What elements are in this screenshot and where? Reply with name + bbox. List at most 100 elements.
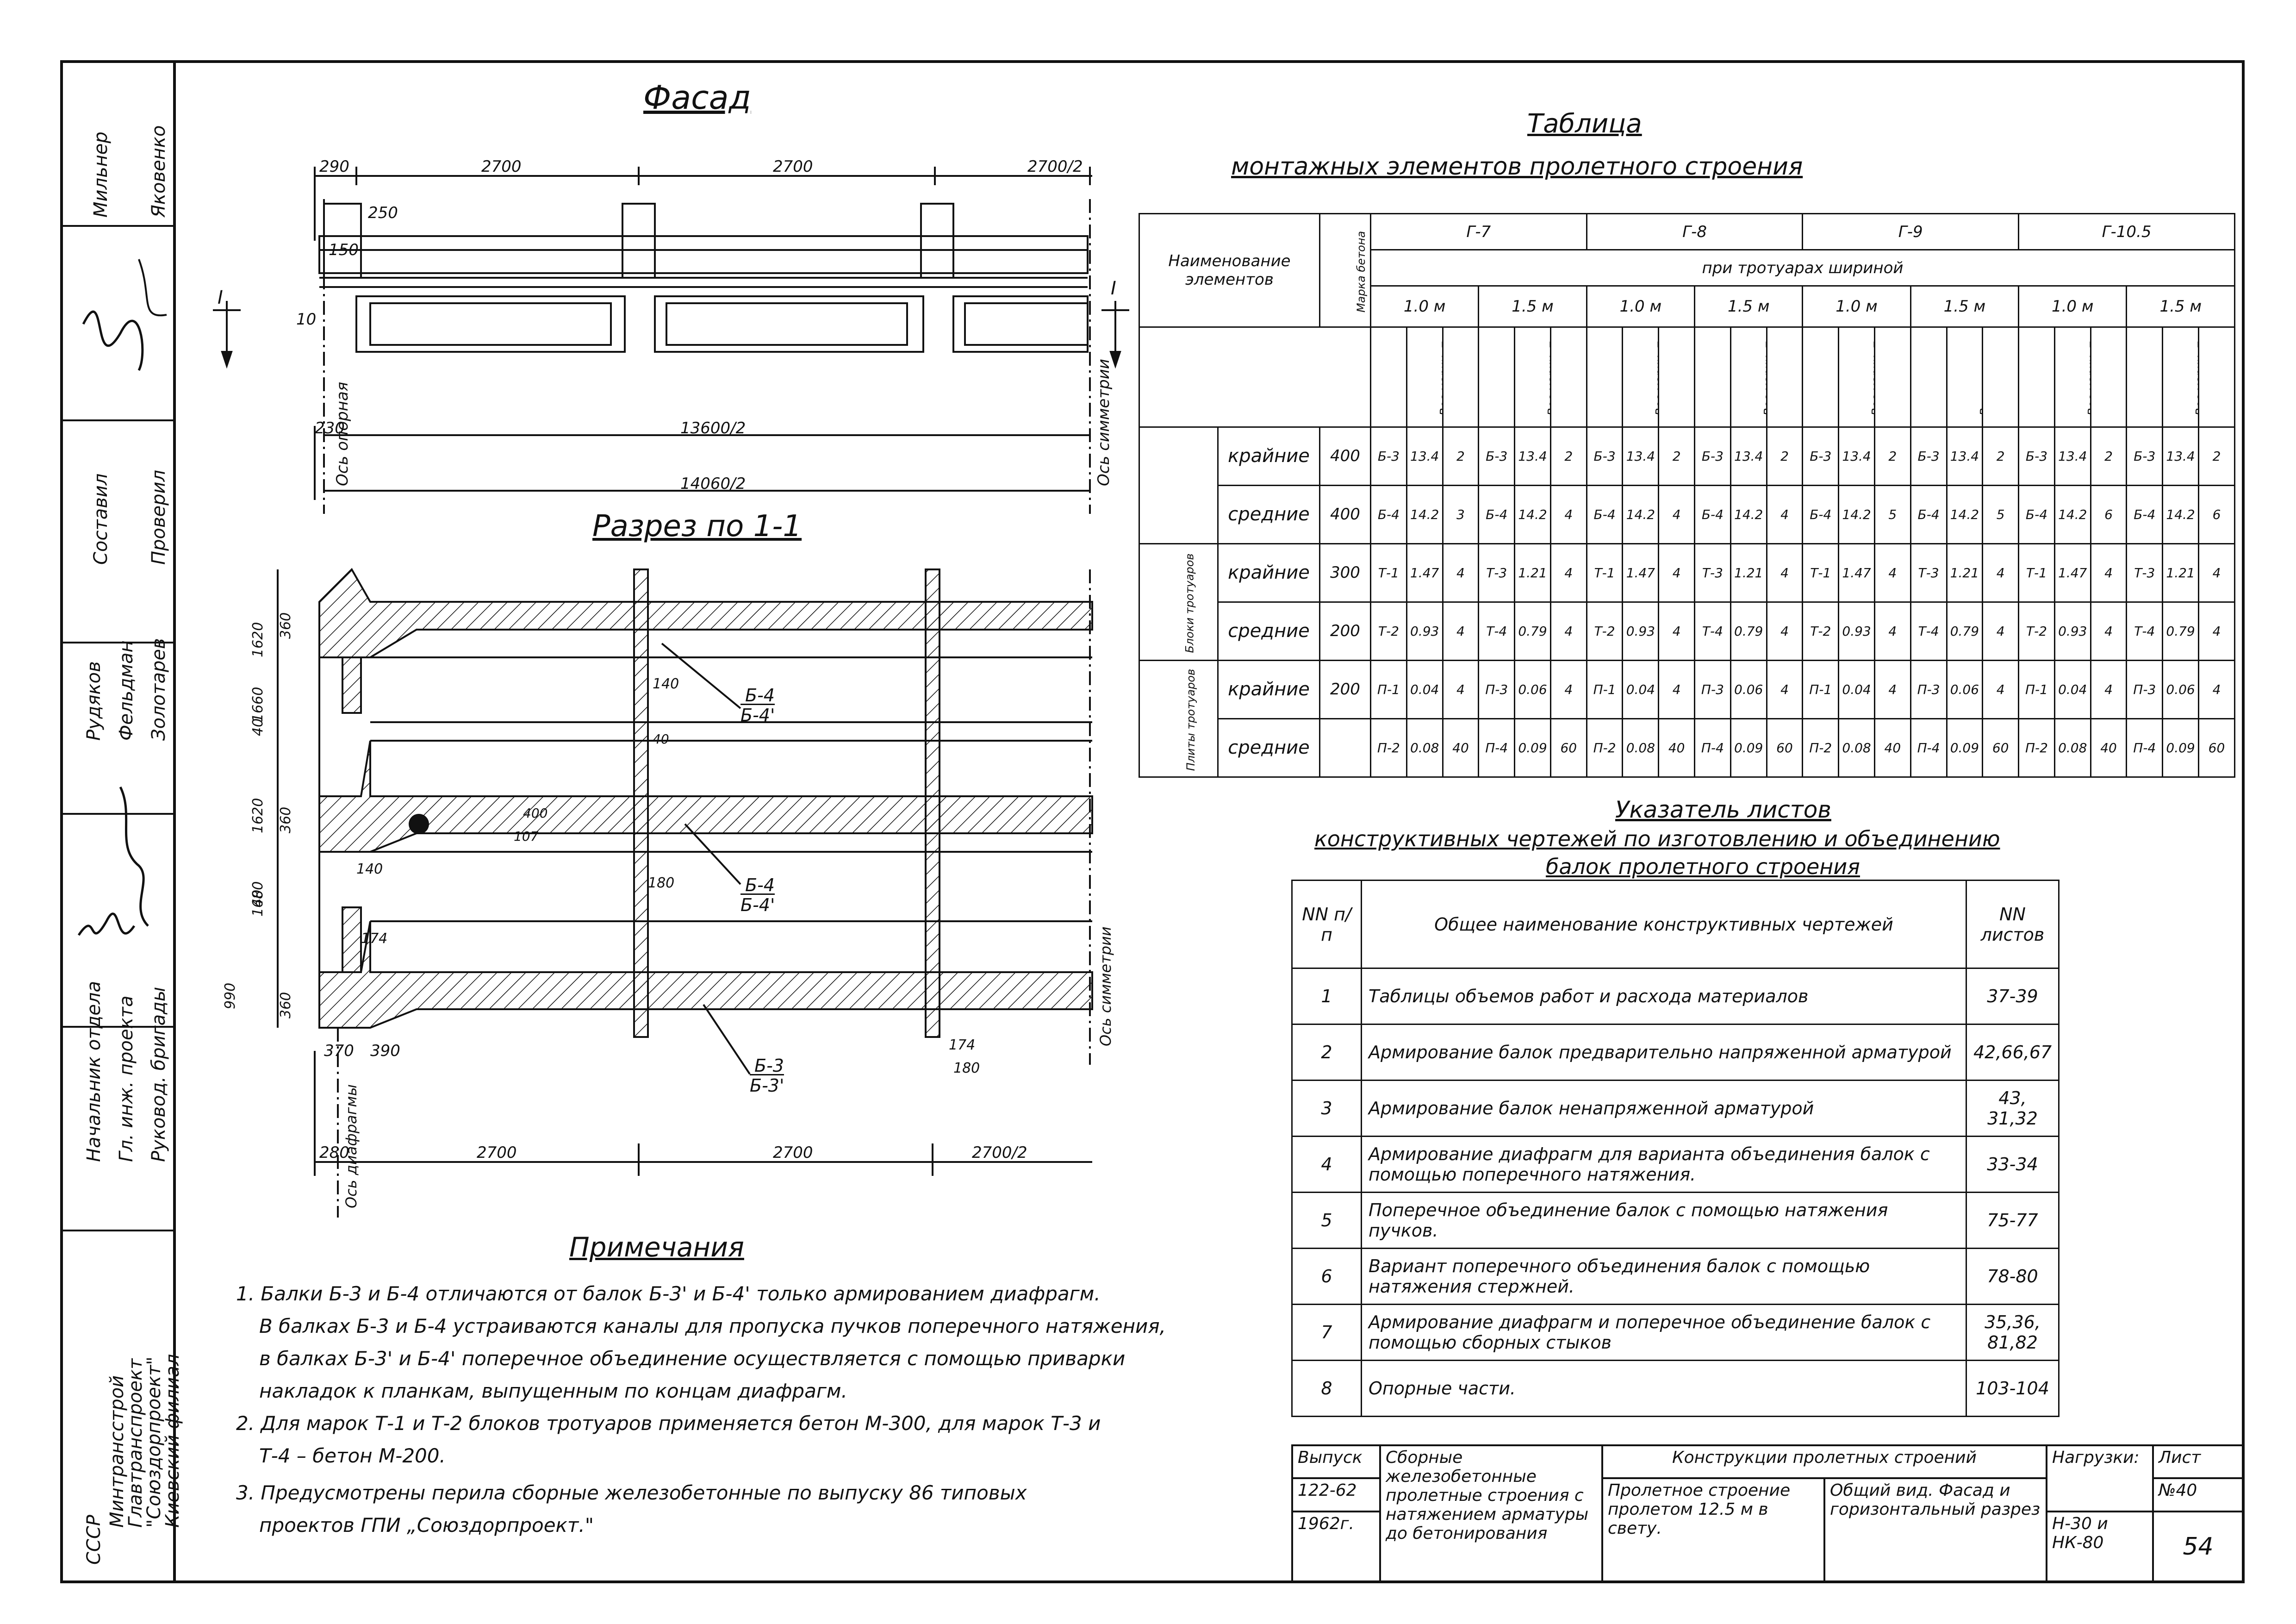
table-cell: 0.93 [1622, 601, 1660, 661]
gabarit-head: Г-8 [1586, 212, 1804, 251]
table-cell: Б-4 [1478, 484, 1516, 544]
stamp-name: Фельдман [116, 640, 137, 741]
table-cell: 14.2 [2162, 484, 2199, 544]
table-cell: 4 [1873, 543, 1911, 603]
row-title: Армирование балок ненапряженной арматуро… [1361, 1080, 1967, 1137]
head-concrete: Марка бетона [1319, 212, 1371, 328]
stamp-role: Проверил [148, 469, 169, 565]
row-sheets: 75-77 [1966, 1192, 2060, 1249]
row-number: 6 [1291, 1248, 1362, 1305]
table-cell: Т-3 [1694, 543, 1731, 603]
stamp-role: Начальник отдела [83, 981, 105, 1162]
section-dim: 360 [278, 992, 294, 1018]
title-block: Выпуск Сборные железобетонные пролетные … [1291, 1444, 2244, 1584]
table-cell: 6 [2090, 484, 2128, 544]
table-cell: 1.21 [1946, 543, 1984, 603]
table-cell: 13.4 [1838, 426, 1875, 486]
table-cell: 0.09 [1730, 718, 1767, 778]
table-cell: 14.2 [2053, 484, 2091, 544]
row-sheets: 103-104 [1966, 1360, 2060, 1417]
table-cell: 4 [1442, 543, 1480, 603]
table-cell: 4 [2090, 543, 2128, 603]
table-cell: Б-3 [1586, 426, 1624, 486]
table-cell: 13.4 [1406, 426, 1444, 486]
table-cell: Т-4 [1694, 601, 1731, 661]
row-label: средние [1217, 601, 1320, 661]
table-cell: Б-4 [1802, 484, 1840, 544]
subhead-cell: Количество марок, шт. [1442, 326, 1480, 428]
table-cell: П-2 [1802, 718, 1840, 778]
table-cell: 14.2 [1730, 484, 1767, 544]
row-number: 8 [1291, 1360, 1362, 1417]
table-cell: 4 [1549, 484, 1587, 544]
head-sheets: NN листов [1966, 880, 2060, 969]
table-cell: 0.79 [1946, 601, 1984, 661]
table-cell: 1.47 [1838, 543, 1875, 603]
note-line: в балках Б-3' и Б-4' поперечное объедине… [259, 1347, 1126, 1370]
row-sheets: 35,36, 81,82 [1966, 1304, 2060, 1361]
stamp-cell [60, 227, 173, 421]
table-cell: П-3 [1478, 659, 1516, 719]
table-cell: П-4 [1694, 718, 1731, 778]
row-number: 3 [1291, 1080, 1362, 1137]
table-cell: Т-3 [2126, 543, 2164, 603]
table-cell: 4 [1658, 484, 1696, 544]
signature-stamp [60, 60, 176, 1583]
table-cell: 13.4 [2053, 426, 2091, 486]
axis-symmetry-label: Ось симметрии [1097, 926, 1114, 1046]
section-dim: 40 [250, 718, 266, 736]
stamp-role: Руковод. бригады [148, 987, 169, 1162]
axis-symmetry-label: Ось симметрии [1095, 359, 1113, 486]
table-cell: 2 [1982, 426, 2020, 486]
subhead-cell: Количество марок, шт. [1873, 326, 1911, 428]
concrete-grade: 400 [1319, 484, 1371, 544]
table-cell: Б-3 [1370, 426, 1407, 486]
table-cell: 14.2 [1622, 484, 1660, 544]
table-cell: 40 [1873, 718, 1911, 778]
table-cell: Б-3 [1694, 426, 1731, 486]
index-title: Указатель листов [1615, 796, 1831, 823]
note-line: проектов ГПИ „Союздорпроект." [259, 1514, 594, 1537]
drawing-text: Общий вид. Фасад и горизонтальный разрез [1823, 1477, 2047, 1583]
subhead-cell: Количество марок, шт. [1982, 326, 2020, 428]
subhead-cell: Количество марок, шт. [1658, 326, 1696, 428]
facade-dim: 2700 [481, 157, 522, 176]
table-cell: 4 [1766, 484, 1804, 544]
row-sheets: 37-39 [1966, 968, 2060, 1025]
table-cell: 40 [1442, 718, 1480, 778]
table-cell: 4 [1982, 659, 2020, 719]
subhead-cell: Марка элемента [1694, 326, 1731, 428]
subhead-cell: Вес марки, т [1946, 326, 1984, 428]
beam-mark: Б-3 [754, 1056, 784, 1076]
mounting-elements-table: Наименование элементов Марка бетона Г-7 … [1139, 212, 2236, 778]
head-name: Наименование элементов [1139, 212, 1320, 328]
facade-dim: 150 [329, 241, 359, 259]
table-cell: П-2 [1370, 718, 1407, 778]
table-cell: 4 [2197, 601, 2236, 661]
table-cell: 0.06 [1946, 659, 1984, 719]
table-cell: 60 [1982, 718, 2020, 778]
table-cell: П-1 [1802, 659, 1840, 719]
table-row: Балки пролетного строениякрайние400Б-313… [1139, 426, 2236, 544]
facade-dim: 10 [296, 310, 317, 329]
row-label: средние [1217, 484, 1320, 544]
stamp-cell [60, 815, 173, 1028]
section-label: 140 [653, 676, 679, 692]
stamp-cell [60, 643, 173, 815]
facade-dim: 230 [315, 419, 345, 437]
table-cell: 4 [2197, 543, 2236, 603]
table-cell: 4 [1873, 659, 1911, 719]
table-cell: 1.47 [1406, 543, 1444, 603]
table-cell: 2 [1549, 426, 1587, 486]
table-cell: 0.09 [1514, 718, 1551, 778]
beam-mark: Б-3' [750, 1074, 784, 1096]
row-label: крайние [1217, 426, 1320, 486]
axis-support-label: Ось опорная [333, 381, 352, 486]
axis-diaphragm-label: Ось диафрагмы [342, 1084, 360, 1208]
table-cell: 0.79 [1514, 601, 1551, 661]
facade-dim: 13600/2 [680, 419, 746, 437]
loads-label: Нагрузки: [2046, 1444, 2154, 1512]
table-cell: Т-2 [1586, 601, 1624, 661]
note-line: Т-4 – бетон М-200. [259, 1444, 446, 1467]
